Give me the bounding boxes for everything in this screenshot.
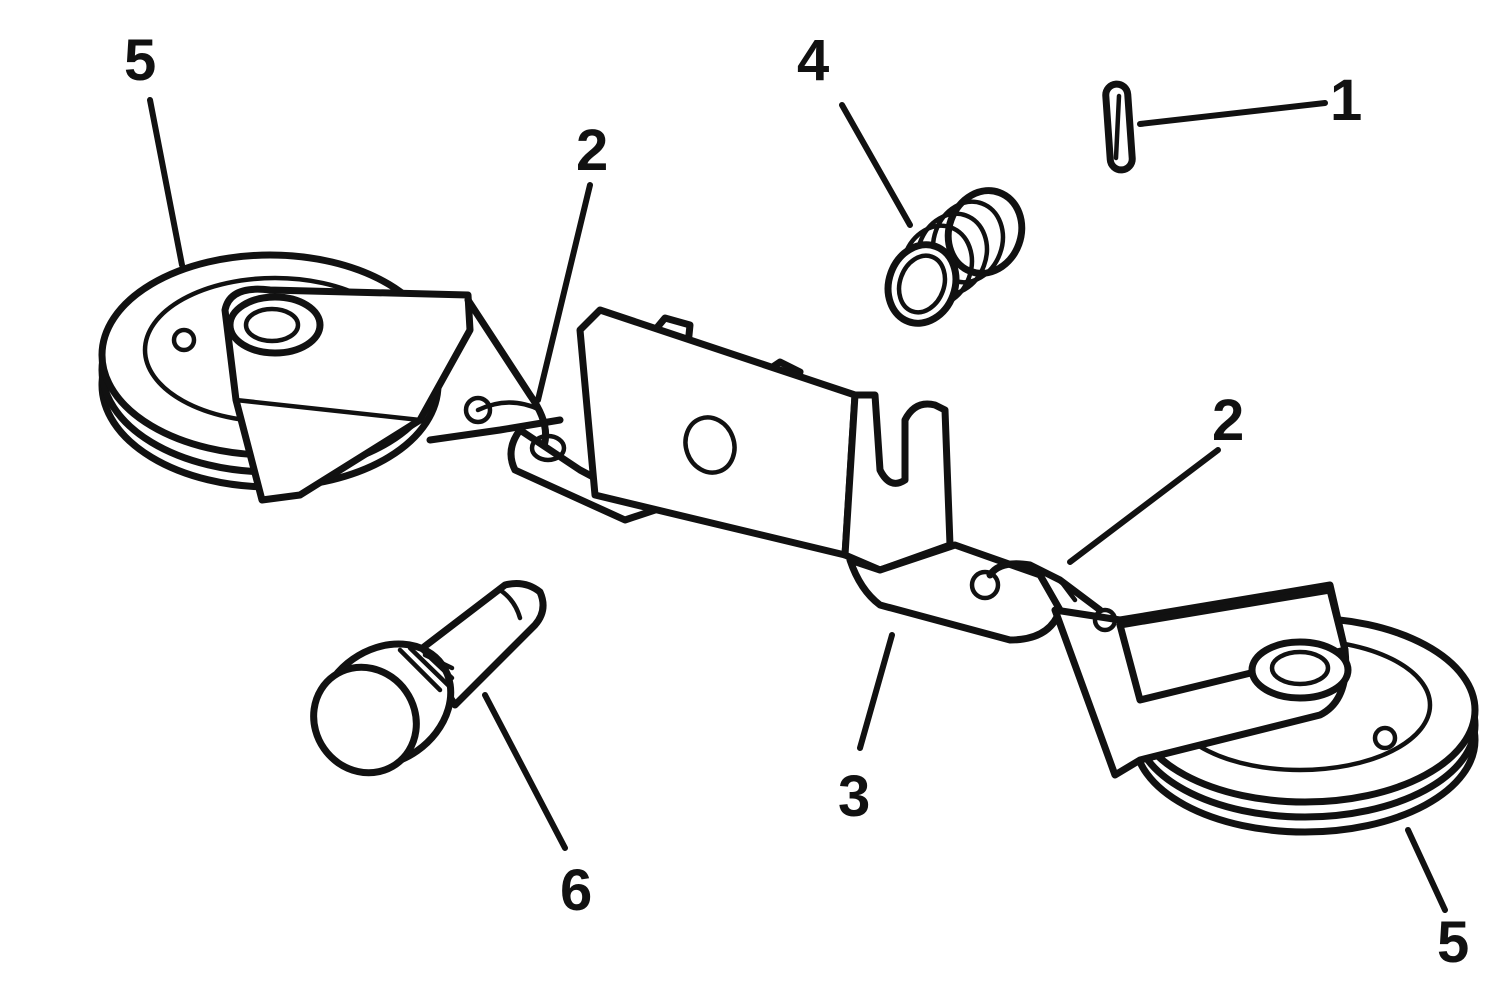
leader-coil-spring [839, 102, 913, 228]
callout-spring-wire-left: 2 [576, 118, 608, 183]
callout-bracket: 3 [838, 764, 870, 829]
callout-labels: 1 2 2 3 4 5 5 6 [124, 28, 1469, 975]
pin-part [1102, 80, 1136, 174]
pulley-right-part [1051, 581, 1479, 836]
bracket-part [507, 306, 1064, 644]
callout-coil-spring: 4 [797, 28, 829, 93]
coil-spring-part [884, 187, 1026, 327]
callout-spring-wire-right: 2 [1212, 388, 1244, 453]
spring-wire-right-part [986, 560, 1104, 614]
leader-thumb-screw [482, 692, 568, 851]
leader-bracket [857, 632, 895, 751]
leader-spring-wire-right [1067, 447, 1221, 565]
leader-lines [147, 97, 1448, 913]
callout-pulley-right: 5 [1437, 910, 1469, 975]
leader-pulley-left [147, 97, 185, 268]
leader-spring-wire-left [535, 182, 593, 403]
thumb-screw-part [310, 580, 547, 777]
pulley-left-part [98, 251, 564, 504]
leader-pin [1137, 100, 1328, 127]
callout-thumb-screw: 6 [560, 858, 592, 923]
callout-pulley-left: 5 [124, 28, 156, 93]
callout-pin: 1 [1330, 68, 1362, 133]
leader-pulley-right [1405, 827, 1448, 913]
